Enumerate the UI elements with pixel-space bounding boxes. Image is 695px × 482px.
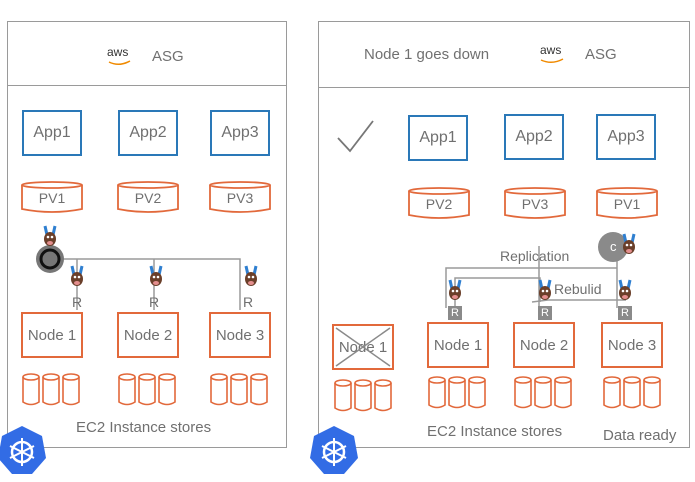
right-footer-label: EC2 Instance stores — [427, 423, 563, 440]
disk-icon — [534, 376, 552, 409]
disk-icon — [230, 373, 248, 406]
disk-icon — [42, 373, 60, 406]
data-ready-label: Data ready — [603, 427, 677, 444]
right-app-3: App3 — [596, 114, 656, 160]
left-app-2: App2 — [118, 110, 178, 156]
right-panel — [318, 21, 690, 448]
disk-icon — [22, 373, 40, 406]
right-pv-1: PV2 — [408, 187, 470, 219]
right-replica-badge-2: R — [538, 306, 552, 320]
right-app-1: App1 — [408, 115, 468, 161]
right-node-2: Node 2 — [513, 322, 575, 368]
left-asg-label: ASG — [152, 48, 184, 65]
controller-label: c — [610, 239, 617, 254]
left-node-3: Node 3 — [209, 312, 271, 358]
left-replica-label-2: R — [149, 294, 160, 310]
right-replica-badge-3: R — [618, 306, 632, 320]
right-node-3: Node 3 — [601, 322, 663, 368]
right-pv-2: PV3 — [504, 187, 566, 219]
right-asg-label: ASG — [585, 46, 617, 63]
left-pv-3: PV3 — [209, 181, 271, 213]
disk-icon — [374, 379, 392, 412]
mule-icon — [70, 265, 84, 286]
mule-icon — [149, 265, 163, 286]
right-node-1: Node 1 — [427, 322, 489, 368]
mule-icon — [43, 225, 57, 246]
disk-icon — [334, 379, 352, 412]
disk-icon — [354, 379, 372, 412]
disk-icon — [118, 373, 136, 406]
left-node-2: Node 2 — [117, 312, 179, 358]
left-node-1: Node 1 — [21, 312, 83, 358]
left-pv-1: PV1 — [21, 181, 83, 213]
left-replica-label-1: R — [72, 294, 83, 310]
disk-icon — [514, 376, 532, 409]
left-replica-label-3: R — [243, 294, 254, 310]
left-aws-logo: aws — [107, 45, 129, 59]
disk-icon — [210, 373, 228, 406]
replication-label: Replication — [500, 248, 570, 264]
disk-icon — [158, 373, 176, 406]
disk-icon — [554, 376, 572, 409]
left-app-1: App1 — [22, 110, 82, 156]
disk-icon — [603, 376, 621, 409]
disk-icon — [250, 373, 268, 406]
mule-icon — [618, 279, 632, 300]
mule-icon — [622, 233, 636, 254]
disk-icon — [643, 376, 661, 409]
disk-icon — [138, 373, 156, 406]
right-header-title: Node 1 goes down — [364, 46, 490, 63]
left-header — [8, 22, 286, 86]
right-replica-badge-1: R — [448, 306, 462, 320]
right-app-2: App2 — [504, 114, 564, 160]
right-pv-3: PV1 — [596, 187, 658, 219]
mule-icon — [448, 279, 462, 300]
disk-icon — [468, 376, 486, 409]
mule-icon — [538, 279, 552, 300]
right-aws-logo: aws — [540, 43, 562, 57]
disk-icon — [428, 376, 446, 409]
rebuild-label: Rebulid — [554, 281, 602, 297]
right-header — [319, 22, 689, 88]
left-app-3: App3 — [210, 110, 270, 156]
disk-icon — [623, 376, 641, 409]
mule-icon — [244, 265, 258, 286]
left-panel — [7, 21, 287, 448]
disk-icon — [448, 376, 466, 409]
left-pv-2: PV2 — [117, 181, 179, 213]
disk-icon — [62, 373, 80, 406]
left-footer-label: EC2 Instance stores — [76, 419, 212, 436]
